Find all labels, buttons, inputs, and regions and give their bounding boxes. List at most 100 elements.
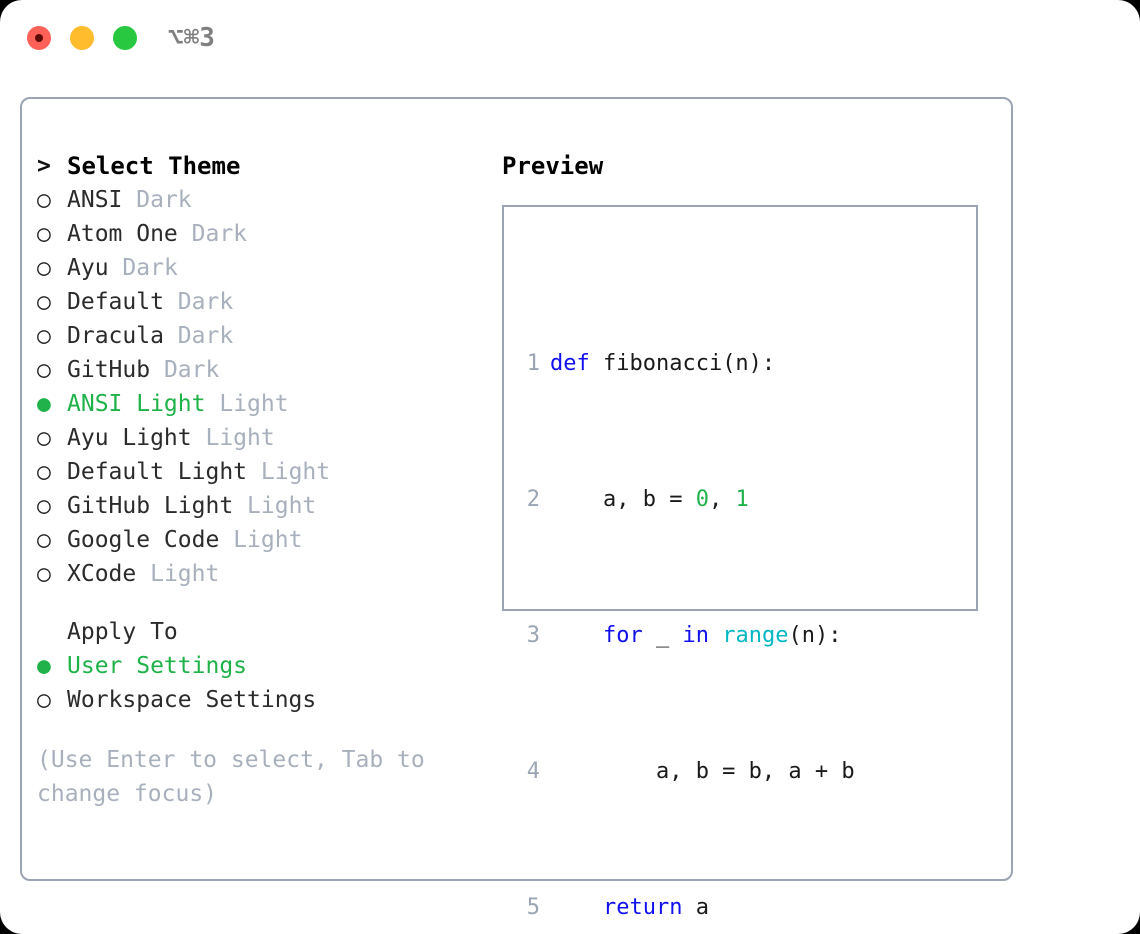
page-title: Select Theme	[67, 152, 241, 180]
title-bar: ⌥⌘3	[0, 0, 1140, 76]
pointer-icon: >	[37, 153, 51, 179]
code-token: a, b =	[550, 487, 696, 512]
section-spacer	[37, 591, 497, 615]
theme-variant: Light	[150, 561, 220, 587]
theme-label: GitHub Light	[67, 493, 234, 519]
theme-label: Dracula	[67, 323, 164, 349]
theme-label: XCode	[67, 561, 137, 587]
code-text: def fibonacci(n):	[550, 347, 775, 381]
theme-label: ANSI	[67, 187, 123, 213]
code-token: fibonacci(n):	[602, 351, 776, 376]
code-text: a, b = b, a + b	[550, 755, 855, 789]
theme-option-google-code[interactable]: ○ Google Code Light	[37, 523, 497, 557]
code-line: 4 a, b = b, a + b	[514, 755, 881, 789]
theme-option-github-light[interactable]: ○ GitHub Light Light	[37, 489, 497, 523]
theme-label: Default Light	[67, 459, 248, 485]
line-number: 3	[526, 623, 540, 648]
radio-icon[interactable]: ○	[37, 323, 51, 349]
theme-variant: Light	[260, 459, 331, 485]
radio-icon[interactable]: ○	[37, 561, 51, 587]
code-line: 5 return a	[514, 891, 881, 925]
close-icon	[35, 34, 43, 42]
radio-icon[interactable]: ○	[37, 527, 51, 553]
apply-to-option-user-settings[interactable]: ● User Settings	[37, 649, 497, 683]
code-token	[709, 623, 722, 648]
code-token: a	[682, 895, 709, 920]
code-line: 1 def fibonacci(n):	[514, 347, 881, 381]
radio-icon[interactable]: ○	[37, 425, 51, 451]
radio-icon[interactable]: ○	[37, 357, 51, 383]
code-token: 0	[695, 487, 709, 512]
theme-label: Ayu	[67, 255, 109, 281]
theme-option-ayu-light[interactable]: ○ Ayu Light Light	[37, 421, 497, 455]
theme-variant: Dark	[177, 289, 234, 315]
apply-to-label: Workspace Settings	[67, 687, 317, 713]
theme-variant: Dark	[136, 187, 192, 213]
theme-variant: Dark	[191, 221, 248, 247]
theme-variant: Light	[205, 425, 275, 451]
theme-label: Ayu Light	[67, 425, 192, 451]
radio-selected-icon[interactable]: ●	[37, 653, 51, 679]
minimize-button[interactable]	[70, 26, 94, 50]
preview-pane: Preview 1 def fibonacci(n): 2 a, b = 0, …	[502, 149, 1002, 920]
radio-icon[interactable]: ○	[37, 459, 51, 485]
theme-label: Default	[67, 289, 164, 315]
code-line: 3 for _ in range(n):	[514, 619, 881, 653]
code-text: for _ in range(n):	[550, 619, 841, 653]
code-token: in	[682, 623, 709, 648]
theme-option-github[interactable]: ○ GitHub Dark	[37, 353, 497, 387]
zoom-button[interactable]	[113, 26, 137, 50]
theme-variant: Dark	[163, 357, 220, 383]
radio-icon[interactable]: ○	[37, 187, 51, 213]
theme-variant: Dark	[122, 255, 178, 281]
preview-box: 1 def fibonacci(n): 2 a, b = 0, 1 3 for …	[502, 205, 978, 920]
theme-label: Atom One	[67, 221, 178, 247]
theme-option-default-light[interactable]: ○ Default Light Light	[37, 455, 497, 489]
code-text: return a	[550, 891, 709, 925]
apply-to-option-workspace-settings[interactable]: ○ Workspace Settings	[37, 683, 497, 717]
theme-label: GitHub	[67, 357, 151, 383]
preview-heading: Preview	[502, 152, 604, 180]
theme-option-ansi[interactable]: ○ ANSI Dark	[37, 183, 497, 217]
traffic-lights	[27, 26, 137, 50]
apply-to-heading: Apply To	[67, 619, 178, 645]
theme-variant: Light	[219, 391, 289, 417]
radio-selected-icon[interactable]: ●	[37, 391, 51, 417]
code-sample: 1 def fibonacci(n): 2 a, b = 0, 1 3 for …	[514, 245, 881, 934]
theme-label: ANSI Light	[67, 391, 206, 417]
theme-option-ansi-light[interactable]: ● ANSI Light Light	[37, 387, 497, 421]
code-line: 2 a, b = 0, 1	[514, 483, 881, 517]
code-text: a, b = 0, 1	[550, 483, 749, 517]
theme-picker-heading-row: > Select Theme	[37, 149, 497, 183]
theme-option-dracula[interactable]: ○ Dracula Dark	[37, 319, 497, 353]
code-token: ,	[708, 487, 736, 512]
radio-icon[interactable]: ○	[37, 493, 51, 519]
code-token: for	[602, 623, 643, 648]
line-number: 5	[526, 895, 540, 920]
keyboard-hint-text: (Use Enter to select, Tab to change focu…	[37, 747, 439, 807]
radio-icon[interactable]: ○	[37, 255, 51, 281]
theme-variant: Light	[247, 493, 317, 519]
theme-option-xcode[interactable]: ○ XCode Light	[37, 557, 497, 591]
apply-to-label: User Settings	[67, 653, 248, 679]
apply-to-heading-row: Apply To	[37, 615, 497, 649]
theme-option-ayu[interactable]: ○ Ayu Dark	[37, 251, 497, 285]
theme-variant: Light	[233, 527, 303, 553]
theme-option-default[interactable]: ○ Default Dark	[37, 285, 497, 319]
code-token	[550, 895, 603, 920]
radio-icon[interactable]: ○	[37, 687, 51, 713]
line-number: 1	[526, 351, 540, 376]
code-token: _	[642, 623, 683, 648]
code-token: def	[550, 351, 603, 376]
close-button[interactable]	[27, 26, 51, 50]
theme-picker: > Select Theme ○ ANSI Dark ○ Atom One Da…	[37, 149, 497, 811]
window-title: ⌥⌘3	[168, 23, 215, 53]
theme-variant: Dark	[177, 323, 234, 349]
radio-icon[interactable]: ○	[37, 289, 51, 315]
theme-option-atom-one[interactable]: ○ Atom One Dark	[37, 217, 497, 251]
radio-icon[interactable]: ○	[37, 221, 51, 247]
code-token: a, b = b, a + b	[550, 759, 855, 784]
code-token: 1	[735, 487, 749, 512]
theme-label: Google Code	[67, 527, 220, 553]
